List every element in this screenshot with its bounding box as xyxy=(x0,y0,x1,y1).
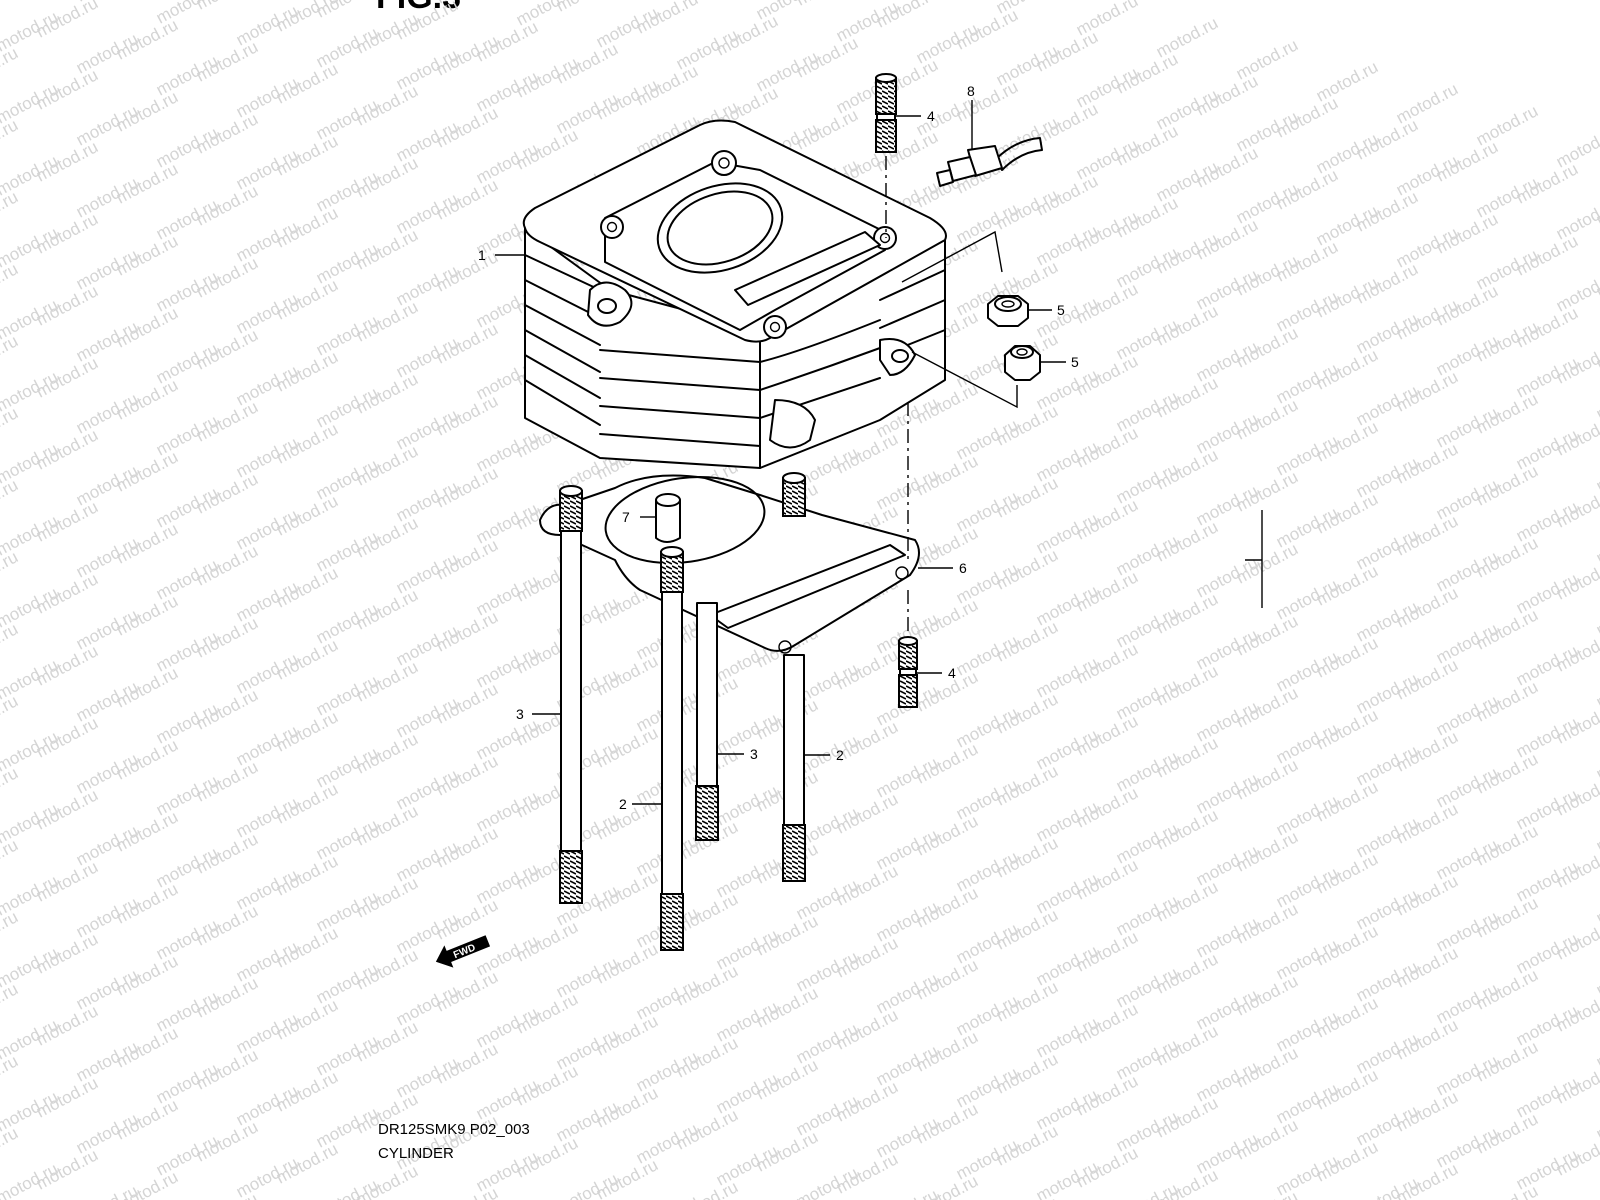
stud-long-right-part[interactable] xyxy=(782,472,806,882)
watermark-text: motod.ru xyxy=(1593,1023,1600,1071)
watermark-text: motod.ru xyxy=(0,475,21,523)
watermark-text: motod.ru xyxy=(1433,1195,1501,1200)
watermark-text: motod.ru xyxy=(1593,951,1600,999)
callout-3-middle: 3 xyxy=(750,746,758,762)
watermark-text: motod.ru xyxy=(793,1163,861,1200)
watermark-text: motod.ru xyxy=(0,835,21,883)
watermark-text: motod.ru xyxy=(993,1193,1061,1200)
callout-1: 1 xyxy=(478,247,486,263)
watermark-text: motod.ru xyxy=(1593,663,1600,711)
watermark-text: motod.ru xyxy=(0,979,21,1027)
watermark-text: motod.ru xyxy=(0,1195,21,1200)
cylinder-part[interactable] xyxy=(522,119,947,469)
watermark-text: motod.ru xyxy=(0,331,21,379)
watermark-text: motod.ru xyxy=(1593,447,1600,495)
watermark-text: motod.ru xyxy=(0,0,21,20)
watermark-text: motod.ru xyxy=(193,1189,261,1200)
callout-5-lower: 5 xyxy=(1071,354,1079,370)
stud-short-top-part[interactable] xyxy=(875,73,897,153)
watermark-text: motod.ru xyxy=(1033,1157,1101,1200)
callout-labels: 1 2 2 3 3 4 4 5 5 6 7 8 xyxy=(478,83,1079,812)
stud-long-middle-part[interactable] xyxy=(695,602,719,841)
watermark-text: motod.ru xyxy=(0,1051,21,1099)
watermark-text: motod.ru xyxy=(873,1185,941,1200)
stud-long-front-part[interactable] xyxy=(660,546,684,951)
callout-4-top: 4 xyxy=(927,108,935,124)
assembly-centerlines xyxy=(885,156,1263,632)
stud-long-left-part[interactable] xyxy=(559,485,583,904)
dowel-pin-part[interactable] xyxy=(655,493,681,543)
callout-2-right: 2 xyxy=(836,747,844,763)
callout-8: 8 xyxy=(967,83,975,99)
fwd-label: FWD xyxy=(452,942,477,961)
watermark-text: motod.ru xyxy=(1473,1181,1541,1200)
callout-7: 7 xyxy=(622,509,630,525)
callout-5-upper: 5 xyxy=(1057,302,1065,318)
nut-lower-part[interactable] xyxy=(1004,345,1041,381)
watermark-text: motod.ru xyxy=(0,907,21,955)
watermark-text: motod.ru xyxy=(1593,519,1600,567)
callout-leaders xyxy=(495,100,1066,805)
callout-4-bottom: 4 xyxy=(948,665,956,681)
watermark-text: motod.ru xyxy=(0,115,21,163)
watermark-text: motod.ru xyxy=(1553,267,1600,315)
nut-upper-part[interactable] xyxy=(987,295,1029,327)
watermark-text: motod.ru xyxy=(0,1159,61,1200)
watermark-text: motod.ru xyxy=(1593,807,1600,855)
watermark-text: motod.ru xyxy=(0,763,21,811)
watermark-text: motod.ru xyxy=(0,259,21,307)
watermark-text: motod.ru xyxy=(1593,879,1600,927)
watermark-text: motod.ru xyxy=(1553,195,1600,243)
watermark-text: motod.ru xyxy=(633,1191,701,1200)
callout-3-left: 3 xyxy=(516,706,524,722)
watermark-text: motod.ru xyxy=(313,1175,381,1200)
cylinder-base-gasket-part[interactable] xyxy=(539,467,920,654)
temperature-sensor-part[interactable] xyxy=(936,137,1043,187)
watermark-text: motod.ru xyxy=(1593,1095,1600,1143)
watermark-text: motod.ru xyxy=(1553,123,1600,171)
watermark-text: motod.ru xyxy=(1233,1187,1301,1200)
model-code-caption: DR125SMK9 P02_003 xyxy=(378,1121,530,1138)
watermark-text: motod.ru xyxy=(1593,1167,1600,1200)
watermark-text: motod.ru xyxy=(0,187,21,235)
callout-6: 6 xyxy=(959,560,967,576)
watermark-text: motod.ru xyxy=(0,691,21,739)
watermark-text: motod.ru xyxy=(0,1123,21,1171)
watermark-text: motod.ru xyxy=(1593,591,1600,639)
watermark-text: motod.ru xyxy=(0,619,21,667)
figure-title: FIG.3 xyxy=(376,0,461,17)
watermark-text: motod.ru xyxy=(0,403,21,451)
callout-2-front: 2 xyxy=(619,796,627,812)
watermark-text: motod.ru xyxy=(0,43,21,91)
watermark-text: motod.ru xyxy=(1113,1179,1181,1200)
watermark-text: motod.ru xyxy=(1593,735,1600,783)
watermark-text: motod.ru xyxy=(1593,375,1600,423)
watermark-text: motod.ru xyxy=(0,547,21,595)
section-name-caption: CYLINDER xyxy=(378,1145,454,1162)
stud-short-bottom-part[interactable] xyxy=(898,636,918,708)
watermark-text: motod.ru xyxy=(433,1183,501,1200)
watermark-text: motod.ru xyxy=(73,1181,141,1200)
